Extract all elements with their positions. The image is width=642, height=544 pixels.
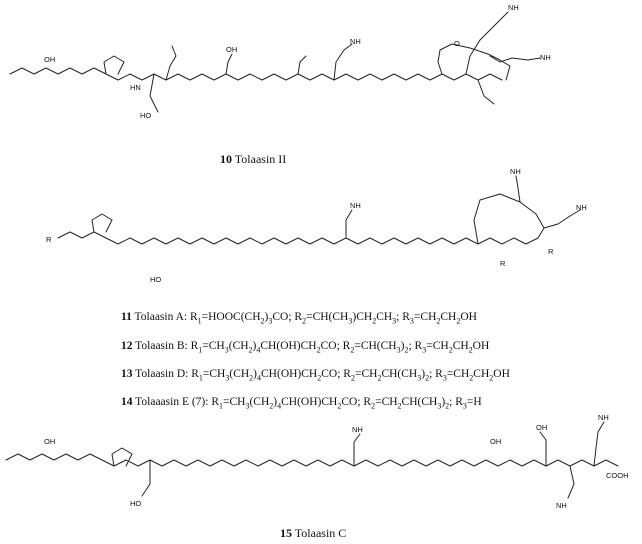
atom-r1: R bbox=[46, 235, 52, 244]
backbone-chain-generic bbox=[57, 231, 539, 245]
side-chain-dab-generic bbox=[543, 209, 581, 229]
atom-r2: R bbox=[500, 259, 506, 268]
side-chain-dab-c bbox=[567, 465, 575, 499]
structure-tolaasin-c: OH HO NH OH OH NH NH COOH bbox=[5, 413, 629, 510]
variant-line-12: 12 Tolaasin B: R1=CH3(CH2)4CH(OH)CH2CO; … bbox=[121, 340, 490, 355]
macrocycle-ring bbox=[437, 43, 511, 81]
atom-oh-hse-c: OH bbox=[536, 423, 547, 432]
atom-nh2-gen: NH bbox=[350, 201, 361, 210]
atom-oh-thr: OH bbox=[226, 45, 237, 54]
side-chain-dab bbox=[465, 11, 509, 75]
atom-r3: R bbox=[548, 247, 554, 256]
atom-ho-gen: HO bbox=[150, 275, 161, 284]
macrocycle-ring-generic bbox=[473, 193, 545, 245]
side-chain-lys bbox=[515, 175, 521, 203]
backbone-chain-c bbox=[5, 453, 619, 467]
side-chain-leu1 bbox=[165, 45, 177, 81]
variant-line-14: 14 Tolaaasin E (7): R1=CH3(CH2)4CH(OH)CH… bbox=[121, 396, 482, 411]
variant-line-11: 11 Tolaasin A: R1=HOOC(CH2)3CO; R2=CH(CH… bbox=[121, 311, 477, 326]
atom-nh2-gln: NH bbox=[350, 37, 361, 46]
proline-ring-c bbox=[111, 447, 133, 467]
atom-nh2-dab-c: NH bbox=[556, 501, 567, 510]
side-chain-ser-c bbox=[141, 459, 151, 497]
structure-tolaasin-generic: R NH NH NH HO R R bbox=[46, 167, 587, 284]
atom-nh2-dab: NH bbox=[508, 3, 519, 12]
atom-nh2-dab-gen: NH bbox=[576, 203, 587, 212]
side-chain-gln-c bbox=[353, 433, 361, 467]
atom-oh-lipid-c: OH bbox=[44, 437, 55, 446]
proline-ring bbox=[103, 55, 125, 75]
variant-line-13: 13 Tolaasin D: R1=CH3(CH2)4CH(OH)CH2CO; … bbox=[121, 368, 510, 383]
atom-nh2-lys-c: NH bbox=[598, 413, 609, 422]
label-compound-15: 15 Tolaasin C bbox=[280, 526, 347, 540]
side-chains bbox=[149, 73, 159, 113]
backbone-chain bbox=[9, 67, 503, 81]
atom-nh2-gln-c: NH bbox=[352, 425, 363, 434]
atom-o-lactone: O bbox=[454, 39, 460, 48]
label-compound-10: 10 Tolaasin II bbox=[220, 152, 287, 166]
side-chain-val bbox=[297, 55, 307, 75]
atom-nh2-dab2: NH bbox=[540, 53, 551, 62]
side-chain-hse-c bbox=[539, 431, 547, 467]
side-chain-ile bbox=[477, 79, 495, 105]
atom-cooh-c: COOH bbox=[606, 471, 629, 480]
atom-ho-ser: HO bbox=[140, 111, 151, 120]
side-chain-ser bbox=[225, 53, 233, 75]
atom-oh-lipid: OH bbox=[44, 55, 55, 64]
atom-hn-1: HN bbox=[130, 83, 141, 92]
atom-oh-thr-c: OH bbox=[490, 437, 501, 446]
proline-ring-generic bbox=[91, 213, 113, 233]
atom-ho-ser-c: HO bbox=[130, 499, 141, 508]
side-chain-gln bbox=[333, 43, 353, 81]
side-chain-lys-c bbox=[593, 421, 605, 467]
side-chain-dab2 bbox=[489, 55, 541, 63]
structure-tolaasin-ii: OH HO OH NH NH NH HN O bbox=[9, 3, 551, 120]
side-chain-gln-generic bbox=[345, 209, 353, 239]
atom-nh2-lys: NH bbox=[510, 167, 521, 176]
